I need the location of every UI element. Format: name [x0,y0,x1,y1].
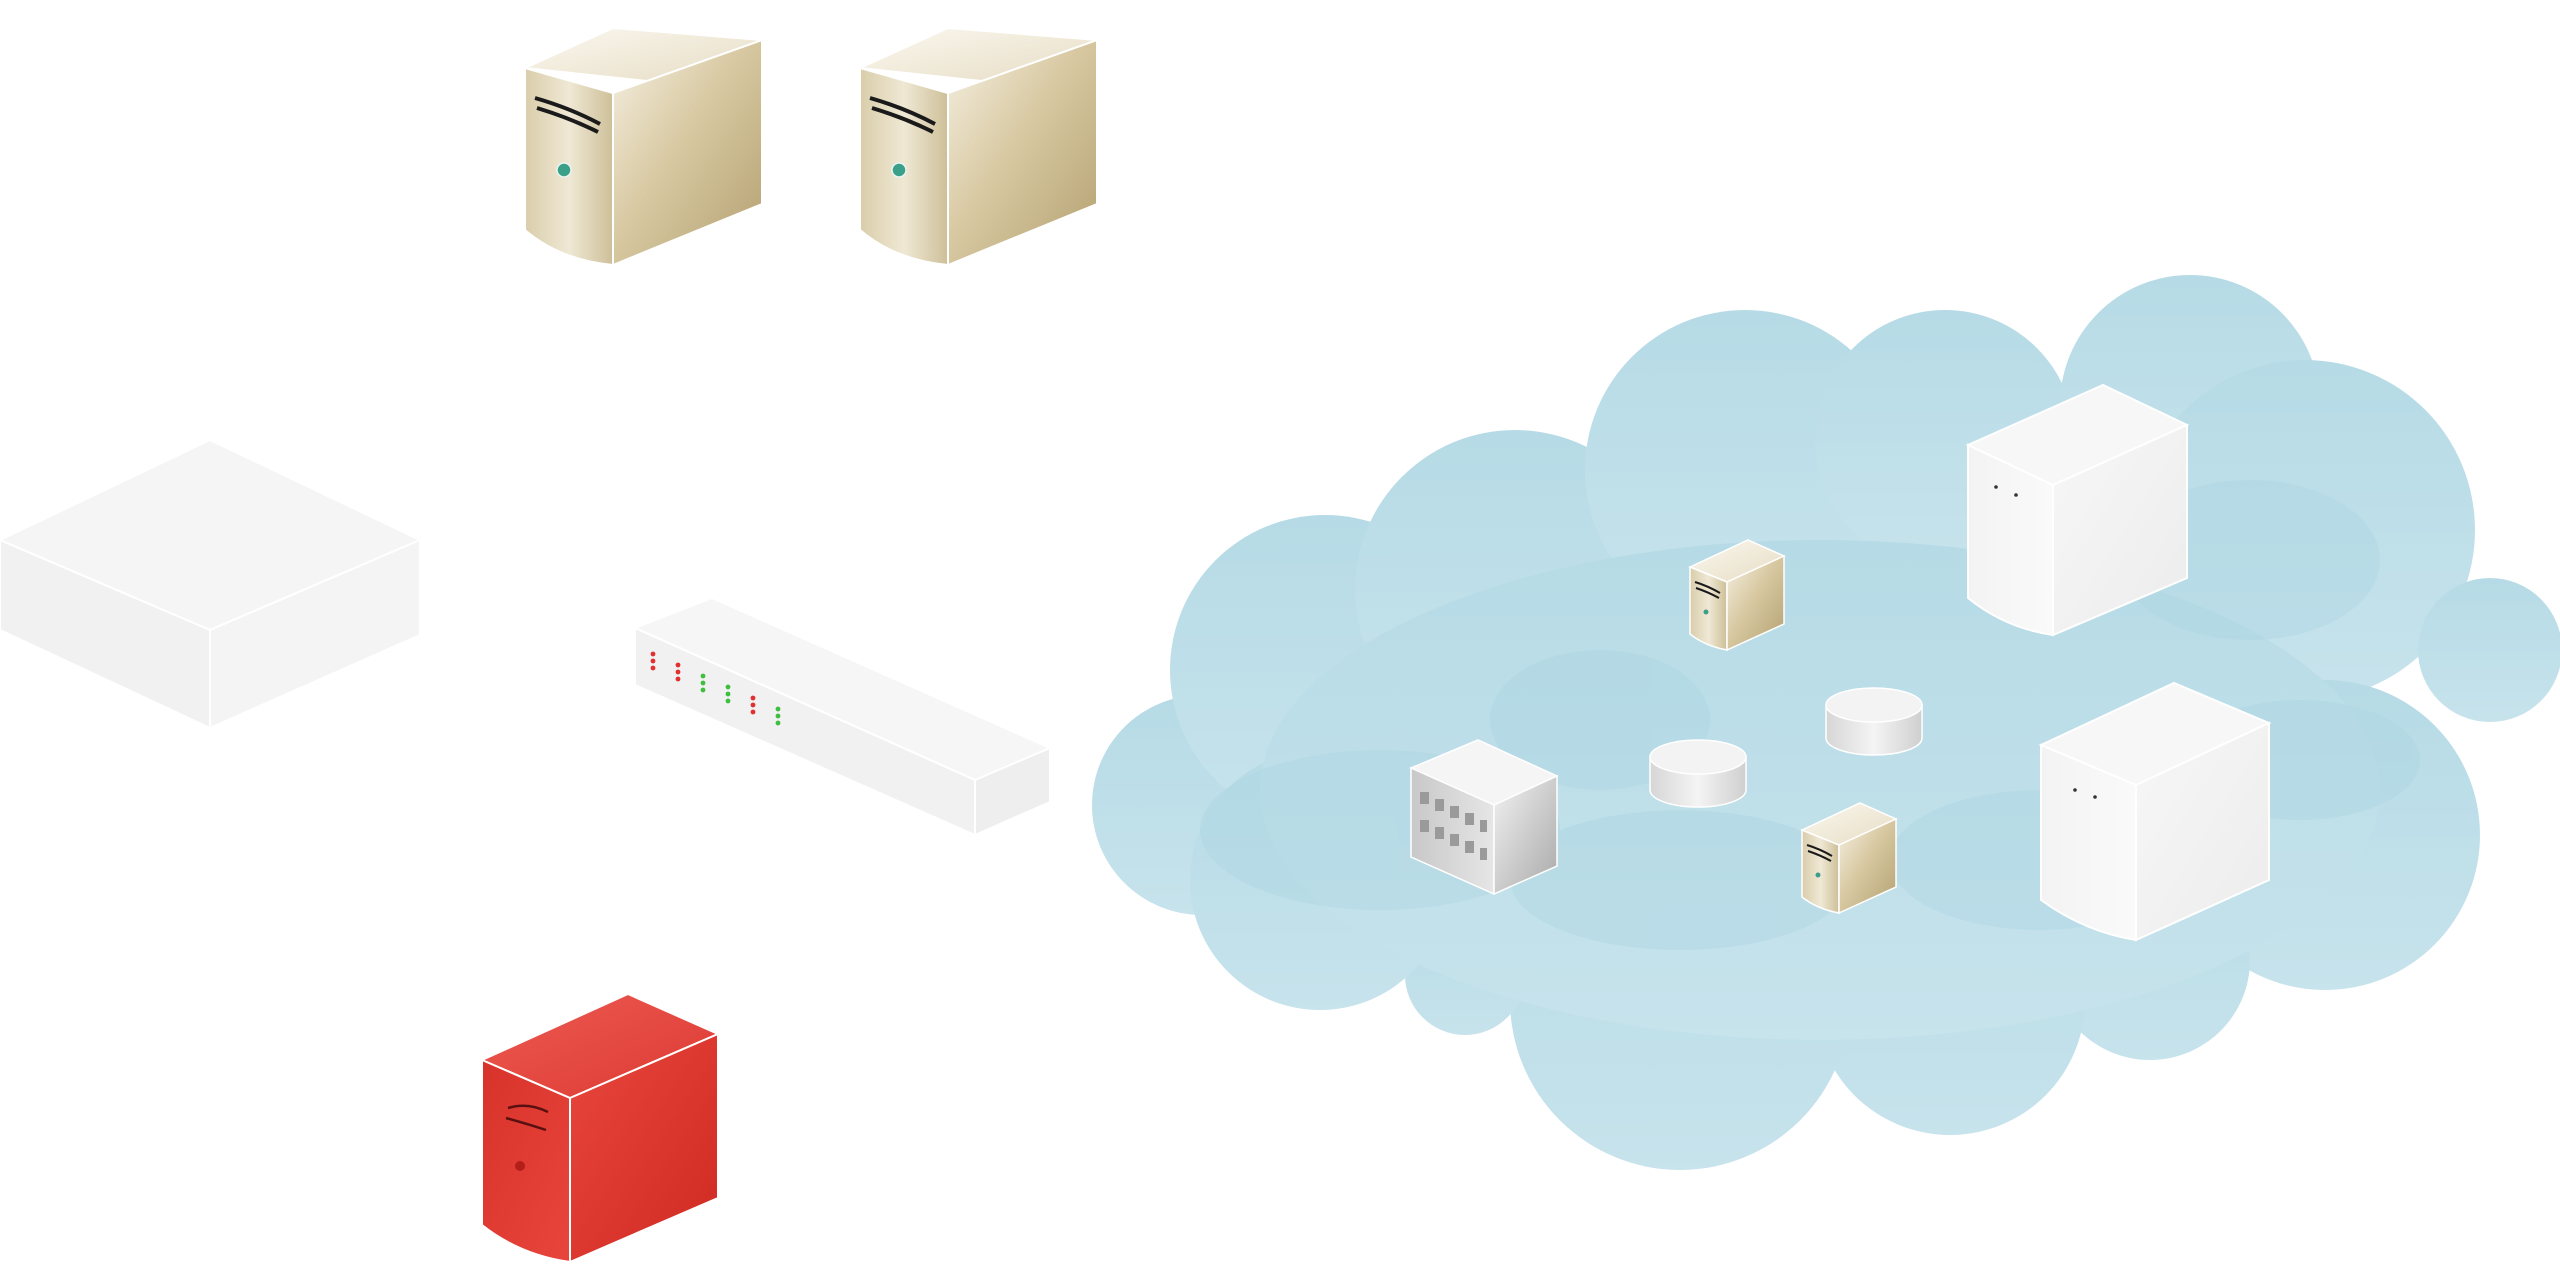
cloud-server-small-1-side [1726,554,1785,652]
cloud-server-small-2-front [1801,828,1840,914]
cloud-white-server-2-side [2135,721,2270,942]
cloud-building-side [1493,774,1558,896]
cloud-server-small-2-led-icon [1815,872,1821,878]
server-tower-1-drive-bay-icon [534,96,601,134]
cloud-server-small-2-drive-bay-icon [1806,844,1833,862]
switch-port-led-icon [650,658,656,664]
cloud-server-small-1-front [1689,565,1728,651]
cloud-white-server-2-led-icon [2073,788,2077,792]
network-switch-side [974,746,1051,837]
cloud-datastore-2-top [1825,687,1923,723]
server-tower-2-power-led-icon [891,162,907,178]
switch-port-led-icon [700,680,706,686]
switch-port-leds [650,651,781,726]
server-tower-red-side [569,1032,719,1264]
cloud-server-small-1[interactable] [1688,539,1786,652]
cloud-white-server-1-led-icon [1994,485,1998,489]
network-switch[interactable] [632,596,1053,837]
network-appliance-side [209,538,421,730]
cloud-server-small-1-drive-bay-icon [1694,581,1721,599]
switch-port-led-icon [650,651,656,657]
switch-port-led-icon [750,695,756,701]
switch-port-led-icon [725,684,731,690]
cloud-building-windows-icon [1420,792,1487,860]
server-tower-red-power-led-icon [515,1161,525,1171]
cloud-white-server-2[interactable] [2038,681,2272,942]
switch-port-led-icon [675,669,681,675]
switch-port-led-icon [775,720,781,726]
server-tower-2[interactable] [856,26,1101,267]
switch-port-led-icon [775,706,781,712]
switch-port-led-icon [750,702,756,708]
server-tower-1-side [612,38,763,267]
cloud-datastore-1-top [1649,739,1747,775]
server-tower-1[interactable] [521,26,766,267]
cloud-white-server-1[interactable] [1965,383,2190,637]
cloud-server-small-2[interactable] [1800,802,1898,915]
switch-port-led-icon [725,691,731,697]
cloud-white-server-2-led-icon [2093,795,2097,799]
cloud-white-server-1-led-icon [2014,493,2018,497]
cloud-server-small-2-side [1838,817,1897,915]
switch-port-led-icon [725,698,731,704]
switch-port-led-icon [650,665,656,671]
switch-port-led-icon [675,676,681,682]
cloud-white-server-1-side [2052,423,2188,637]
switch-port-led-icon [675,662,681,668]
switch-port-led-icon [700,687,706,693]
cloud-datastore-1[interactable] [1649,739,1747,808]
server-tower-2-drive-bay-icon [869,96,936,134]
server-tower-1-power-led-icon [556,162,572,178]
server-tower-red[interactable] [479,992,721,1264]
server-tower-2-side [947,38,1098,267]
cloud-server-small-1-led-icon [1703,609,1709,615]
network-appliance[interactable] [0,438,423,730]
cloud-building[interactable] [1409,739,1559,896]
switch-port-led-icon [700,673,706,679]
switch-port-led-icon [750,709,756,715]
switch-port-led-icon [775,713,781,719]
server-tower-red-drive-bay-icon [505,1104,549,1132]
cloud-datastore-2[interactable] [1825,687,1923,756]
